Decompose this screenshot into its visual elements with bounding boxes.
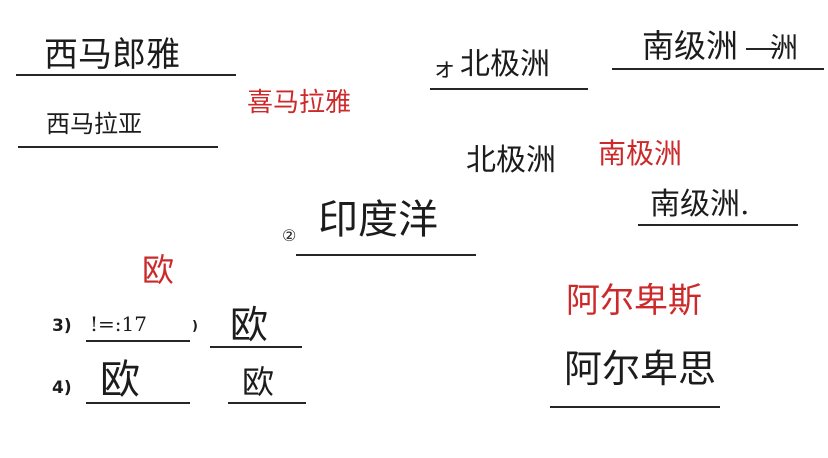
handwriting-europe-3-right: 欧 <box>230 303 269 347</box>
question-number-4: 4) <box>52 378 72 398</box>
handwriting-struck-word: 洲 <box>770 31 799 64</box>
handwriting-antarctic-2: 南级洲. <box>650 187 750 222</box>
answer-underline <box>296 254 476 256</box>
answer-underline <box>210 346 302 348</box>
answer-underline <box>638 224 798 226</box>
handwriting-arctic-1: 北极洲 <box>460 47 550 82</box>
handwriting-arctic-prefix: ォ <box>432 54 456 82</box>
handwriting-antarctic-1: 南级洲 <box>642 27 739 65</box>
answer-underline <box>86 402 190 404</box>
handwriting-himalaya-1: 西马郎雅 <box>44 35 180 75</box>
answer-underline <box>550 406 720 408</box>
handwriting-himalaya-2: 西马拉亚 <box>46 110 142 138</box>
question-marker-2: ② <box>282 226 297 245</box>
correction-himalaya: 喜马拉雅 <box>247 88 352 118</box>
handwriting-arctic-2: 北极洲 <box>466 143 556 178</box>
answer-underline <box>18 146 218 148</box>
handwriting-indian-ocean: 印度洋 <box>318 197 438 243</box>
question-number-3: 3) <box>52 316 72 336</box>
correction-antarctica: 南极洲 <box>598 137 683 170</box>
handwriting-alps: 阿尔卑思 <box>564 347 717 391</box>
question-paren: ) <box>192 319 198 334</box>
answer-underline <box>16 74 236 76</box>
answer-underline <box>430 88 588 90</box>
handwriting-europe-4-right: 欧 <box>242 363 275 401</box>
handwriting-europe-3-left: !=:17 <box>90 312 147 336</box>
correction-alps: 阿尔卑斯 <box>566 281 702 321</box>
correction-europe: 欧 <box>142 251 175 289</box>
answer-underline <box>612 68 824 70</box>
answer-underline <box>86 340 190 342</box>
strikethrough-line <box>746 48 780 50</box>
answer-underline <box>228 402 306 404</box>
handwriting-europe-4-left: 欧 <box>100 357 140 403</box>
